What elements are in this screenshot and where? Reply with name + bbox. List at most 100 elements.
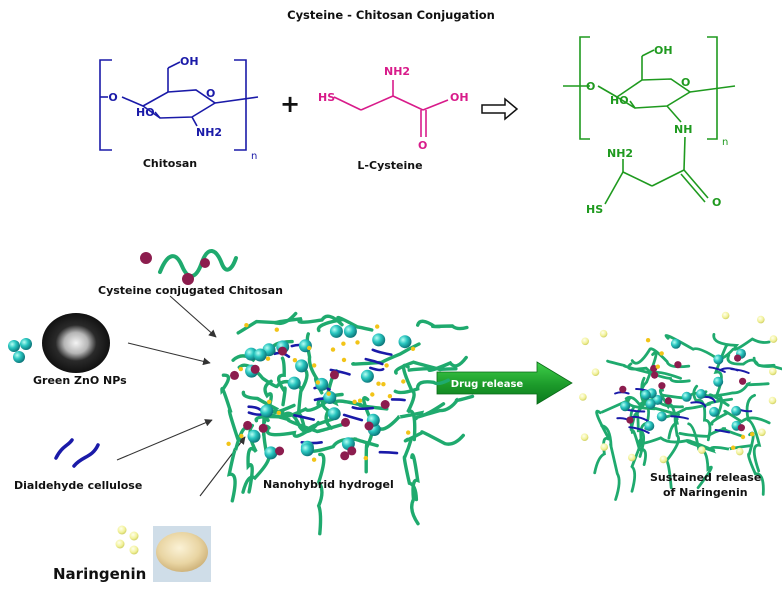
chitosan-fiber [726, 353, 776, 368]
chitosan-fiber [630, 347, 691, 369]
chitosan-fiber [660, 397, 733, 420]
chitosan-fiber [393, 360, 458, 375]
chitosan-fiber [241, 390, 296, 414]
cysteine-group [619, 385, 627, 393]
cysteine-oh: OH [450, 91, 469, 104]
zno-particle [645, 399, 656, 409]
chitosan-fiber [316, 452, 326, 536]
chitosan-fiber [600, 397, 680, 417]
chitosan-structure [99, 59, 259, 151]
chitosan-fiber [276, 356, 287, 407]
hydrogel-label: Nanohybrid hydrogel [263, 478, 394, 491]
naringenin-dot [355, 340, 360, 345]
cysteine-group [658, 382, 666, 390]
conjugated-chitosan-graphic [140, 249, 238, 285]
chitosan-fiber [678, 427, 744, 438]
zno-particle [644, 421, 655, 431]
naringenin-dot [276, 410, 281, 415]
chitosan-fiber [220, 373, 240, 441]
chitosan-subscript: n [251, 151, 257, 162]
zno-particle [287, 376, 301, 390]
cysteine-group [651, 371, 659, 379]
naringenin-dot [312, 363, 317, 368]
cellulose-crosslink [293, 414, 315, 421]
zno-particle [343, 324, 357, 338]
chitosan-o-left: O [108, 91, 117, 104]
chitosan-fiber [403, 430, 465, 446]
chitosan-label: Chitosan [143, 157, 197, 170]
hydrogel-network [220, 311, 475, 536]
product-nh: NH [674, 123, 692, 136]
cellulose-crosslink [247, 405, 263, 412]
cysteine-group [230, 370, 239, 380]
chitosan-fiber [393, 378, 450, 395]
zno-particle [300, 443, 314, 457]
naringenin-dot [239, 433, 244, 439]
naringenin-dot [341, 357, 347, 363]
chitosan-o-ring: O [206, 87, 215, 100]
cellulose-crosslink [351, 406, 374, 411]
naringenin-dot [357, 398, 363, 403]
zno-particle [696, 389, 706, 399]
cysteine-group [329, 370, 339, 380]
released-naringenin [721, 311, 730, 320]
released-naringenin [768, 396, 777, 405]
naringenin-dot [352, 399, 357, 404]
cysteine-group [278, 346, 287, 356]
cellulose-crosslink [628, 426, 650, 434]
chitosan-fiber [752, 356, 782, 371]
chitosan-fiber [351, 342, 421, 366]
cellulose-crosslink [390, 398, 406, 402]
naringenin-particles-icon [115, 525, 139, 555]
chitosan-nh2: NH2 [196, 126, 222, 139]
naringenin-dot [384, 363, 389, 368]
chitosan-fiber [639, 351, 658, 430]
naringenin-label: Naringenin [53, 565, 147, 583]
product-subscript: n [722, 137, 728, 148]
naringenin-dot [381, 382, 386, 387]
zno-particles-icon [8, 338, 32, 363]
cellulose-crosslink [708, 366, 726, 373]
cysteine-label: L-Cysteine [357, 159, 422, 172]
cysteine-group [739, 377, 747, 385]
naringenin-dot [740, 434, 746, 440]
naringenin-dot [731, 445, 736, 450]
zno-particle [640, 389, 651, 400]
zno-label: Green ZnO NPs [33, 374, 127, 387]
naringenin-dot [292, 358, 298, 363]
cellulose-crosslink [670, 415, 689, 420]
plus-sign: + [280, 90, 300, 118]
naringenin-dot [267, 399, 272, 404]
zno-particle [295, 359, 309, 373]
zno-particle [620, 401, 631, 412]
chitosan-fiber [309, 437, 379, 453]
chitosan-fiber [600, 424, 621, 501]
naringenin-dot [330, 347, 336, 352]
released-naringenin [757, 315, 765, 324]
cysteine-group [737, 424, 746, 432]
chitosan-ho: HO [136, 106, 155, 119]
zno-particle [247, 429, 261, 443]
chitosan-fiber [265, 417, 335, 438]
cysteine-chitosan-label: Cysteine conjugated Chitosan [98, 284, 283, 297]
released-naringenin [579, 393, 587, 401]
chitosan-fiber [593, 409, 611, 475]
naringenin-dot [363, 455, 368, 461]
released-naringenin [698, 446, 706, 454]
cellulose-crosslink [626, 408, 646, 413]
naringenin-dot [315, 380, 320, 385]
reaction-arrow-icon [481, 97, 519, 121]
released-naringenin [580, 433, 589, 442]
released-naringenin [581, 337, 589, 346]
naringenin-dot [376, 381, 381, 386]
naringenin-dot [265, 356, 271, 361]
zno-particle [372, 333, 386, 347]
cysteine-group [626, 416, 634, 424]
chitosan-fiber [416, 319, 469, 331]
chitosan-fiber [712, 333, 771, 351]
cysteine-group [275, 446, 285, 456]
naringenin-dot [387, 394, 393, 399]
cysteine-group [258, 423, 268, 433]
released-naringenin [628, 453, 636, 462]
